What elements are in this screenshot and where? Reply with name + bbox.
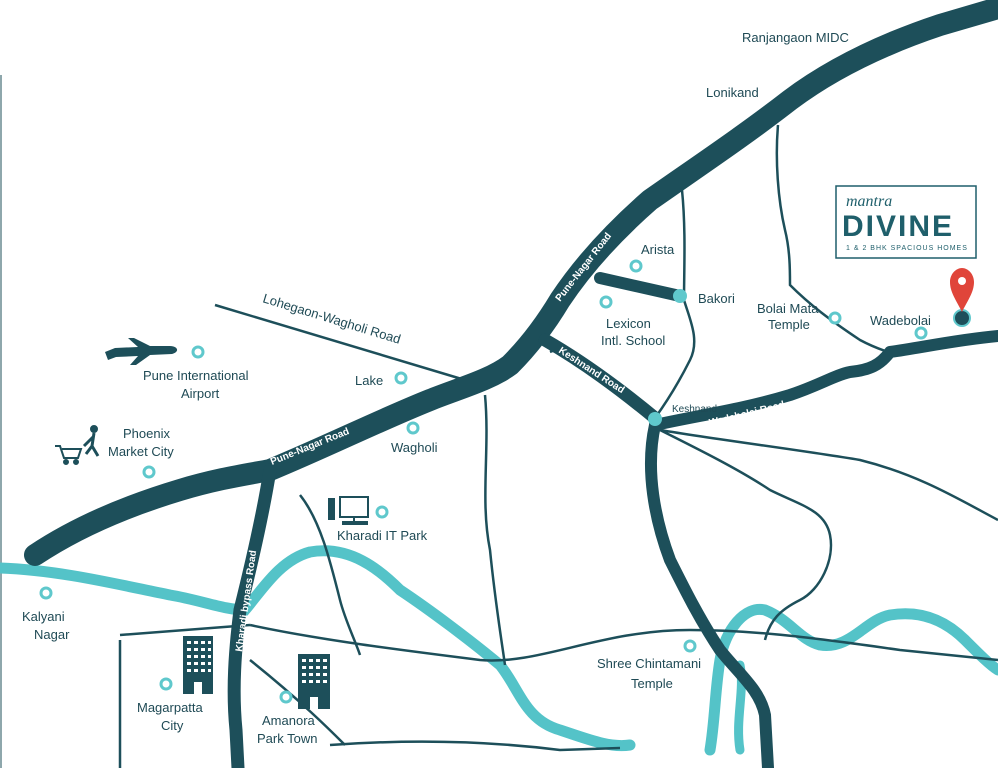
river-mula-mutha (0, 545, 636, 752)
dot-amanora (279, 690, 293, 704)
road-label-keshnand: Keshnand Road (556, 345, 626, 396)
pune-nagar-road (24, 0, 998, 566)
major-roads (24, 0, 998, 768)
junction-bakori (673, 289, 687, 303)
label-ranjangaon: Ranjangaon MIDC (742, 30, 849, 45)
dot-lexicon (599, 295, 613, 309)
map-pin-icon[interactable] (950, 268, 974, 327)
brand-logo: mantra DIVINE 1 & 2 BHK SPACIOUS HOMES (835, 185, 977, 259)
road-label-pune-nagar-upper: Pune-Nagar Road (554, 231, 614, 304)
label-lexicon-1: Lexicon (606, 316, 651, 331)
label-amanora-2: Park Town (257, 731, 317, 746)
brand-name-small: mantra (846, 193, 892, 210)
south-road (645, 419, 774, 768)
dot-bolai-mata (828, 311, 842, 325)
label-airport-1: Pune International (143, 368, 249, 383)
label-arista: Arista (641, 242, 675, 257)
dot-kharadi-it (375, 505, 389, 519)
dot-arista (629, 259, 643, 273)
label-kalyani-2: Nagar (34, 627, 70, 642)
river-east (704, 603, 998, 756)
label-phoenix-1: Phoenix (123, 426, 170, 441)
bakori-road (594, 272, 686, 302)
dot-wadebolai (914, 326, 928, 340)
label-wadebolai: Wadebolai (870, 313, 931, 328)
label-chintamani-2: Temple (631, 676, 673, 691)
label-bolai-1: Bolai Mata (757, 301, 819, 316)
label-bolai-2: Temple (768, 317, 810, 332)
label-airport-2: Airport (181, 386, 220, 401)
brand-tagline: 1 & 2 BHK SPACIOUS HOMES (846, 245, 968, 252)
dot-wagholi (406, 421, 420, 435)
brand-name-big: DIVINE (842, 210, 954, 243)
label-amanora-1: Amanora (262, 713, 316, 728)
kharadi-bypass-road (227, 463, 277, 768)
shopping-cart-icon (55, 425, 100, 465)
label-wagholi: Wagholi (391, 440, 438, 455)
label-bakori: Bakori (698, 291, 735, 306)
label-phoenix-2: Market City (108, 444, 174, 459)
label-lake: Lake (355, 373, 383, 388)
computer-icon (328, 496, 369, 525)
dot-kalyani (39, 586, 53, 600)
label-magarpatta-1: Magarpatta (137, 700, 204, 715)
wadebolai-road (649, 330, 998, 431)
minor-roads (118, 124, 998, 768)
label-keshnand: Keshnand (672, 404, 717, 415)
label-kalyani-1: Kalyani (22, 609, 65, 624)
dot-chintamani (683, 639, 697, 653)
place-dots (39, 259, 928, 704)
junction-keshnand (648, 412, 662, 426)
label-kharadi-it: Kharadi IT Park (337, 528, 428, 543)
keshnand-road (538, 333, 662, 425)
label-lexicon-2: Intl. School (601, 333, 665, 348)
airplane-icon (105, 338, 178, 365)
label-lonikand: Lonikand (706, 85, 759, 100)
dot-airport (191, 345, 205, 359)
dot-phoenix (142, 465, 156, 479)
label-chintamani-1: Shree Chintamani (597, 656, 701, 671)
building-icon-magarpatta (183, 636, 213, 694)
building-icon-amanora (298, 654, 330, 709)
label-magarpatta-2: City (161, 718, 184, 733)
dot-magarpatta (159, 677, 173, 691)
dot-lake (394, 371, 408, 385)
road-label-lohegaon-wagholi: Lohegaon-Wagholi Road (261, 291, 402, 347)
